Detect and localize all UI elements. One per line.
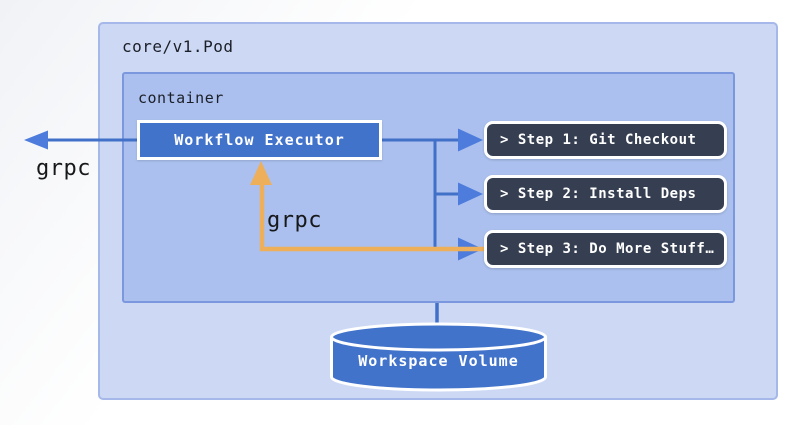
step-2-label: > Step 2: Install Deps: [500, 186, 697, 202]
workspace-volume-cylinder-icon: [330, 322, 547, 392]
grpc-left-label: grpc: [36, 156, 91, 181]
pod-label: core/v1.Pod: [122, 37, 234, 56]
container-label: container: [138, 89, 224, 107]
step-1-label: > Step 1: Git Checkout: [500, 132, 697, 148]
workflow-executor-node: Workflow Executor: [137, 120, 382, 160]
workflow-executor-label: Workflow Executor: [174, 131, 345, 149]
step-2-node: > Step 2: Install Deps: [484, 175, 727, 213]
step-3-label: > Step 3: Do More Stuff…: [500, 241, 715, 257]
cylinder-body: [330, 337, 547, 392]
step-1-node: > Step 1: Git Checkout: [484, 121, 727, 159]
workspace-volume-label: Workspace Volume: [358, 352, 519, 370]
step-3-node: > Step 3: Do More Stuff…: [484, 230, 727, 268]
cylinder-top: [330, 322, 547, 352]
grpc-inner-label: grpc: [267, 208, 322, 233]
